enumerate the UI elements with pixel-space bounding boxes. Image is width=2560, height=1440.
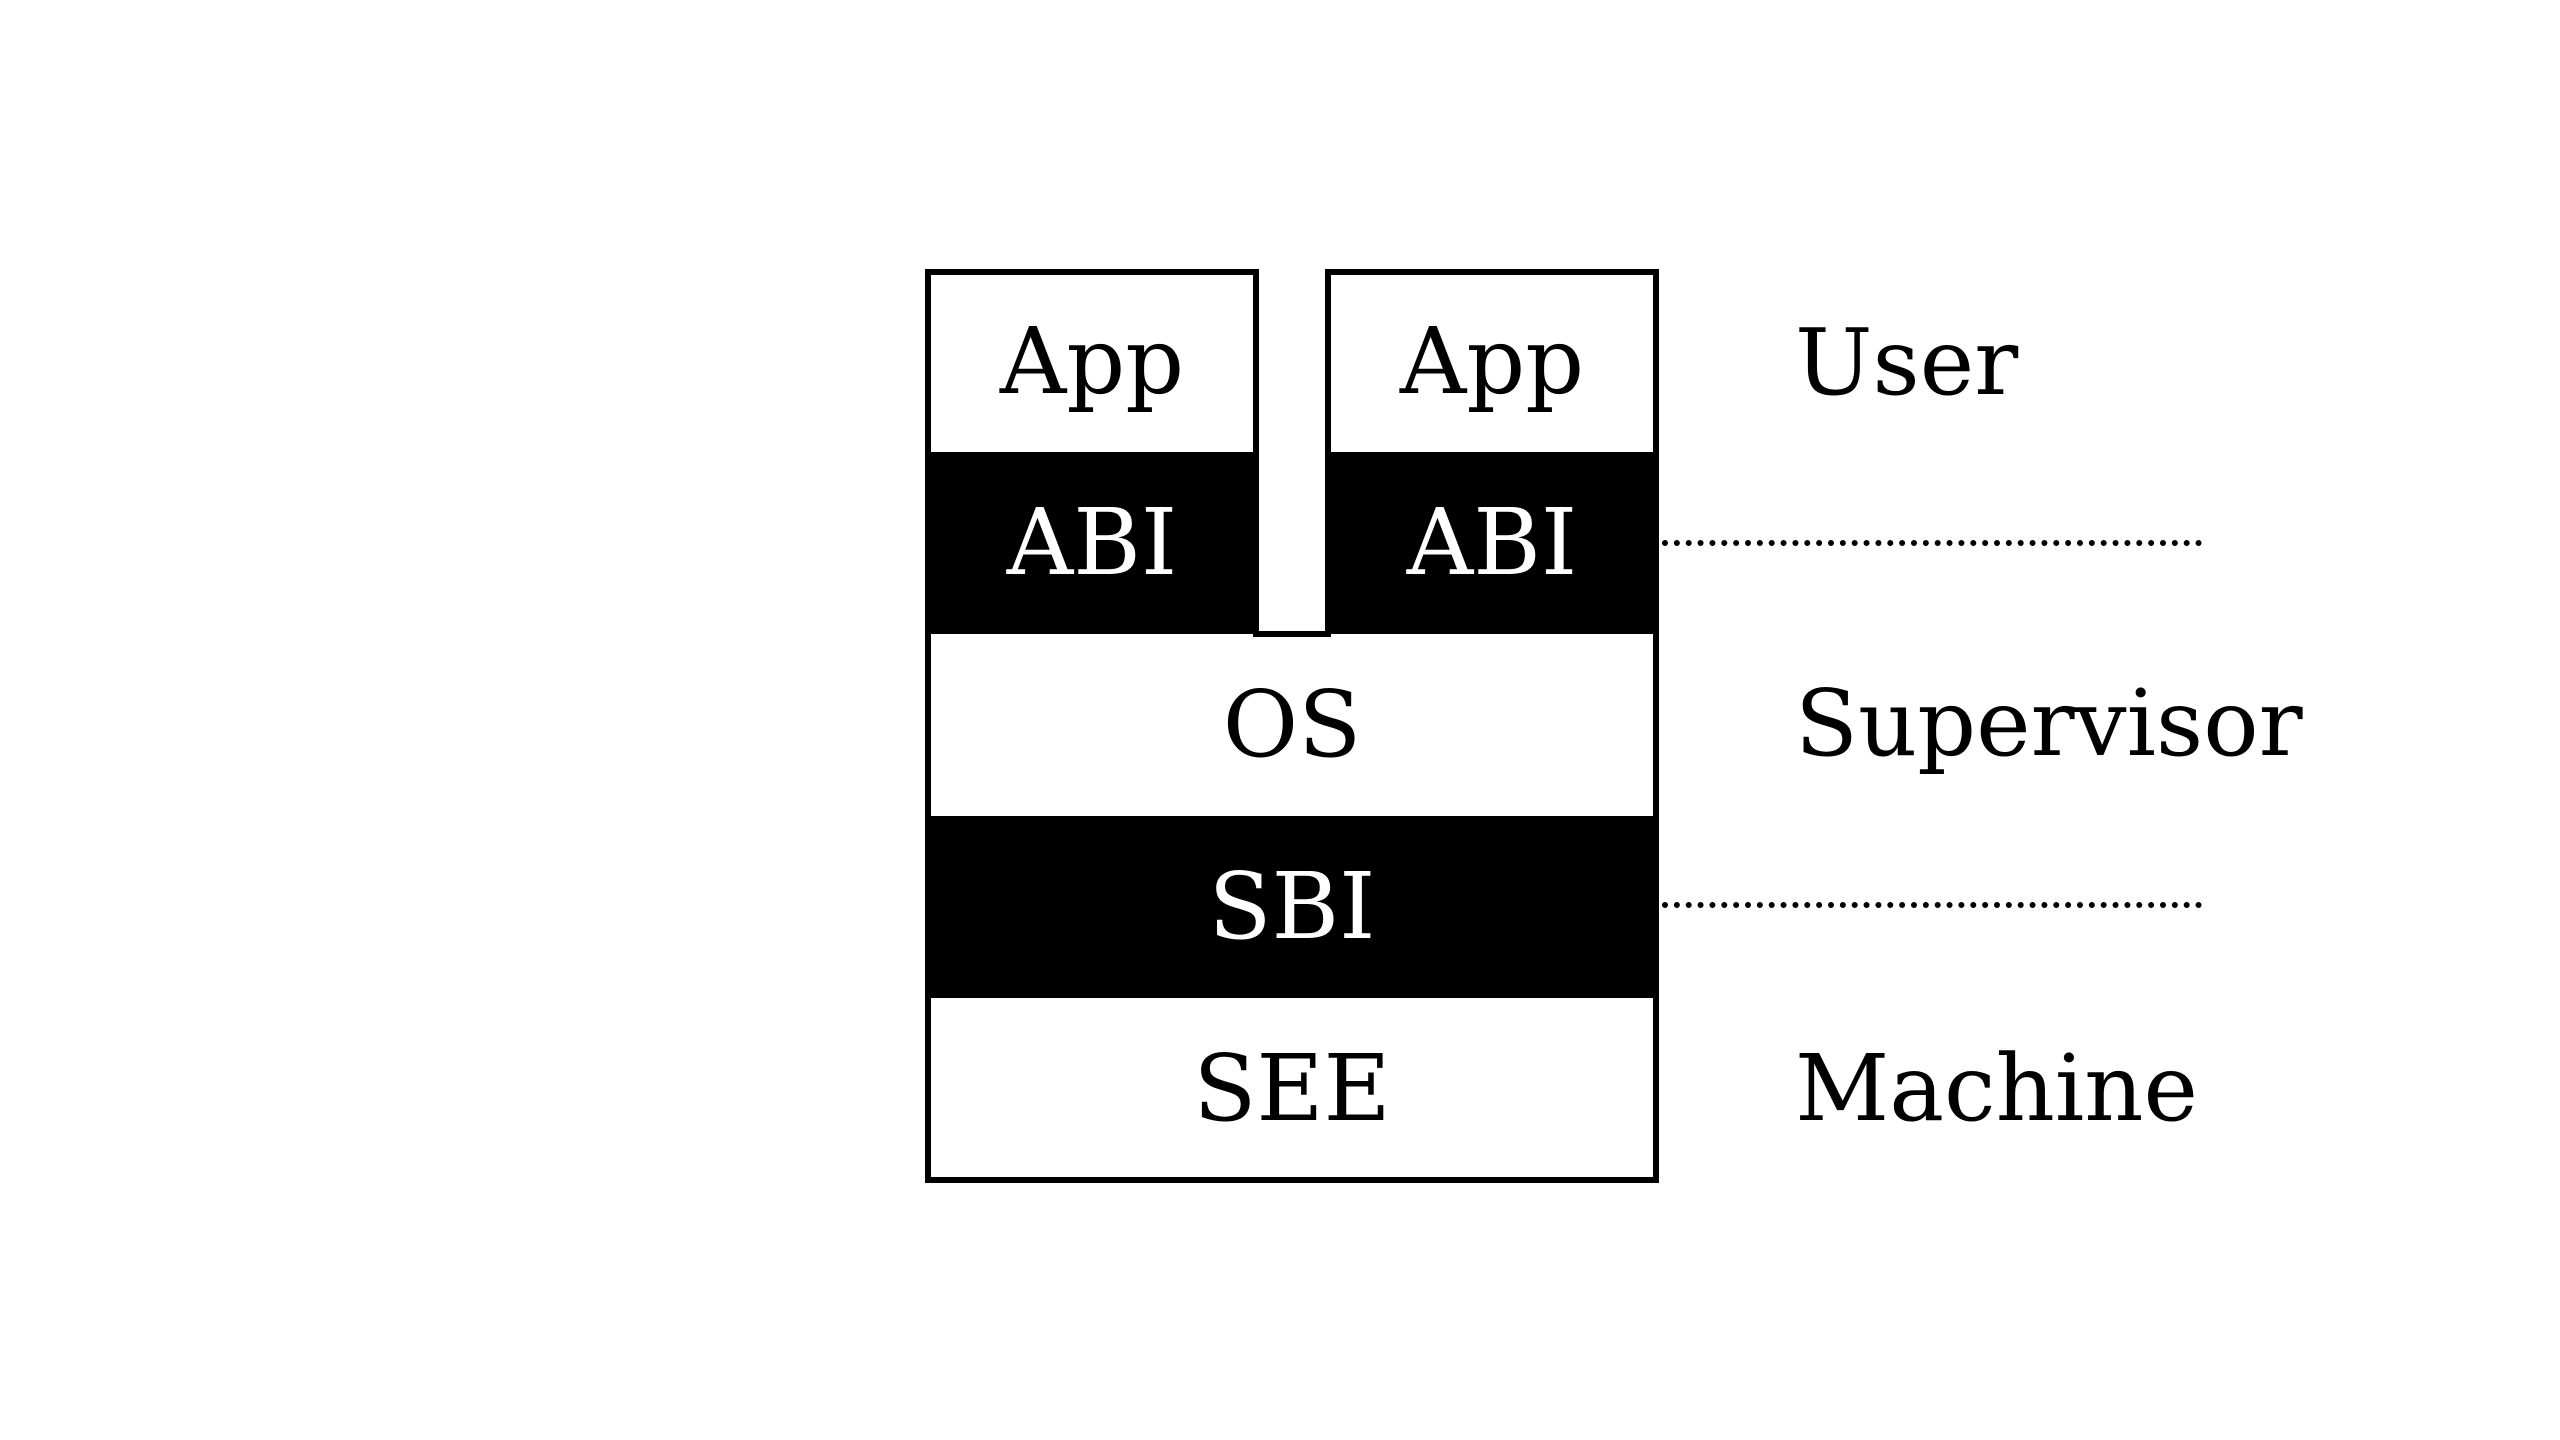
left-abi-block: ABI bbox=[928, 452, 1256, 634]
left-abi-label: ABI bbox=[1006, 489, 1178, 596]
see-layer: SEE bbox=[928, 998, 1656, 1180]
supervisor-mode-label: Supervisor bbox=[1795, 670, 2303, 777]
sbi-layer: SBI bbox=[928, 816, 1656, 998]
right-app-block: App bbox=[1328, 272, 1656, 452]
user-supervisor-divider bbox=[1662, 540, 2202, 546]
sbi-label: SBI bbox=[1208, 853, 1376, 960]
right-app-label: App bbox=[1399, 308, 1585, 415]
machine-mode-label: Machine bbox=[1795, 1035, 2198, 1142]
os-label: OS bbox=[1222, 671, 1362, 778]
see-label: SEE bbox=[1193, 1035, 1391, 1142]
left-app-block: App bbox=[928, 272, 1256, 452]
os-layer: OS bbox=[928, 634, 1656, 816]
user-mode-label: User bbox=[1795, 309, 2019, 416]
right-abi-label: ABI bbox=[1406, 489, 1578, 596]
left-app-label: App bbox=[999, 308, 1185, 415]
supervisor-machine-divider bbox=[1662, 902, 2202, 908]
right-abi-block: ABI bbox=[1328, 452, 1656, 634]
